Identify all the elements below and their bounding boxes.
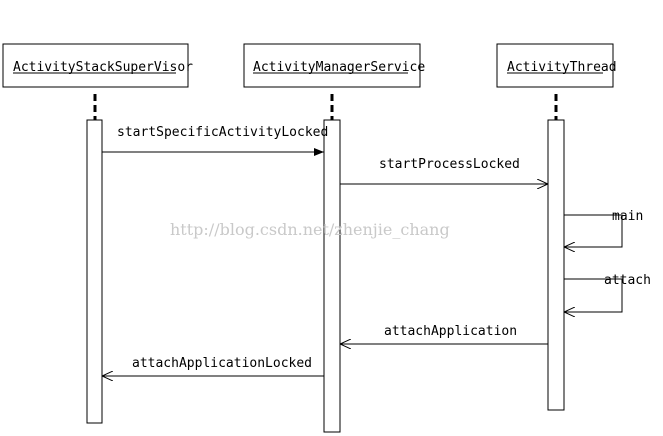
- participant-label: ActivityManagerService: [253, 60, 425, 75]
- message-attach: attach: [564, 273, 651, 312]
- activation-bar-activity-stack-supervisor: [86, 119, 103, 424]
- participant-label: ActivityStackSuperVisor: [13, 60, 193, 75]
- watermark-text: http://blog.csdn.net/zhenjie_chang: [170, 220, 450, 239]
- message-start-specific-activity-locked: startSpecificActivityLocked: [102, 125, 328, 156]
- activation-bar-activity-thread: [547, 119, 565, 411]
- message-label: main: [612, 209, 643, 224]
- message-main: main: [564, 209, 643, 247]
- participant-activity-manager-service: ActivityManagerService: [243, 43, 425, 88]
- message-label: startSpecificActivityLocked: [117, 125, 328, 140]
- message-attach-application-locked: attachApplicationLocked: [102, 356, 324, 376]
- participant-activity-stack-supervisor: ActivityStackSuperVisor: [2, 43, 193, 88]
- participant-activity-thread: ActivityThread: [496, 43, 617, 88]
- message-label: attachApplication: [384, 324, 517, 339]
- participant-label: ActivityThread: [507, 60, 617, 75]
- message-label: attach: [604, 273, 651, 288]
- message-label: attachApplicationLocked: [132, 356, 312, 371]
- message-attach-application: attachApplication: [340, 324, 548, 344]
- activation-bar-activity-manager-service: [323, 119, 341, 433]
- message-start-process-locked: startProcessLocked: [340, 157, 548, 184]
- message-label: startProcessLocked: [379, 157, 520, 172]
